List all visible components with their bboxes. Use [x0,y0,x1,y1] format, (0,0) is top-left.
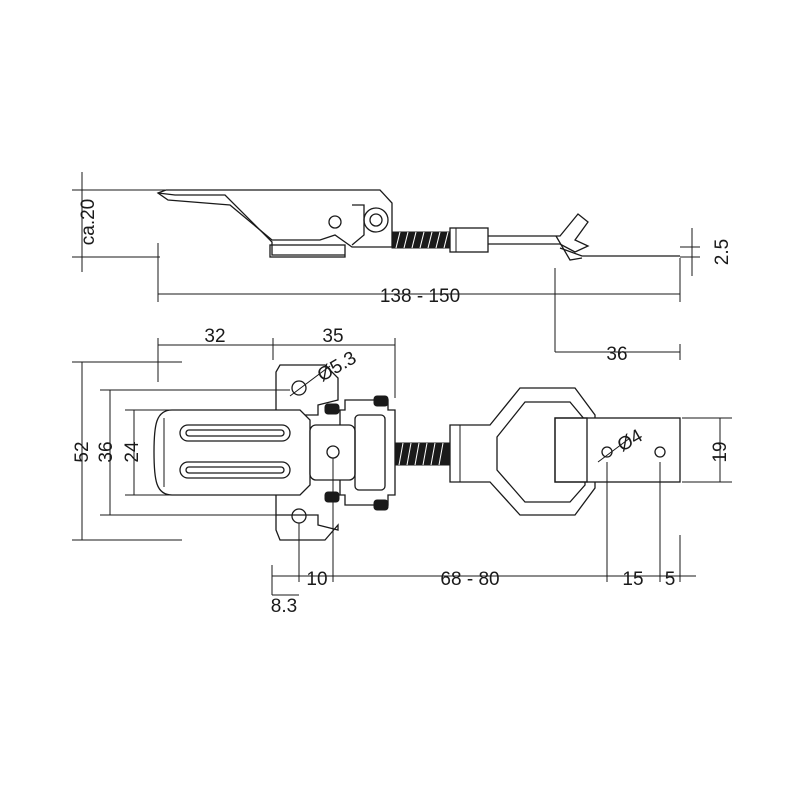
rivet-bottom-left [324,491,340,503]
handle-grip-top [179,424,291,442]
side-view-pivot-outer [363,207,389,233]
side-view-pin [328,215,342,229]
dim-catch-edge-text: 5 [665,569,676,590]
dim-width-mid-text: 36 [96,441,117,462]
dim-height-text: ca.20 [78,199,99,245]
dim-offset-10-text: 10 [306,569,327,590]
top-view-dimensions: 32 35 Ø5.3 Ø4 52 36 24 19 10 68 - 80 15 … [72,326,732,617]
side-view-base-plate [157,192,345,256]
top-view [153,364,681,541]
top-view-base-plate [275,364,339,541]
dim-edge-offset-text: 8.3 [271,596,297,617]
dim-spring-offset-text: 2.5 [712,239,733,265]
mount-hole-top [291,380,307,396]
rivet-top-right [373,395,389,407]
dim-catch-length-text: 36 [606,344,627,365]
side-view-pivot-inner [369,213,383,227]
dim-width-outer-text: 52 [72,441,93,462]
catch-plate [554,417,681,483]
side-view-lever [156,189,393,248]
side-view-dimensions: ca.20 2.5 138 - 150 36 [72,172,733,365]
rivet-bottom-right [373,499,389,511]
side-view-catch-plate [559,247,680,257]
side-view-foot [269,244,346,258]
side-view-hook-wire [488,213,590,253]
rivet-top-left [324,403,340,415]
top-view-handle [153,409,311,496]
side-view-link [351,204,365,246]
dim-hole-spacing-right-text: 35 [322,326,343,347]
catch-hole-right [654,446,666,458]
side-view-spring [391,231,451,249]
dim-hole-spacing-left-text: 32 [204,326,225,347]
dim-catch-width-text: 19 [710,441,731,462]
dim-catch-hole-offset-text: 15 [622,569,643,590]
side-view [156,189,680,261]
dim-width-inner-text: 24 [122,441,143,463]
handle-grip-bottom [179,461,291,479]
dim-span-text: 68 - 80 [440,569,499,590]
dim-overall-length-text: 138 - 150 [380,286,460,307]
top-view-threaded-rod [394,442,451,466]
